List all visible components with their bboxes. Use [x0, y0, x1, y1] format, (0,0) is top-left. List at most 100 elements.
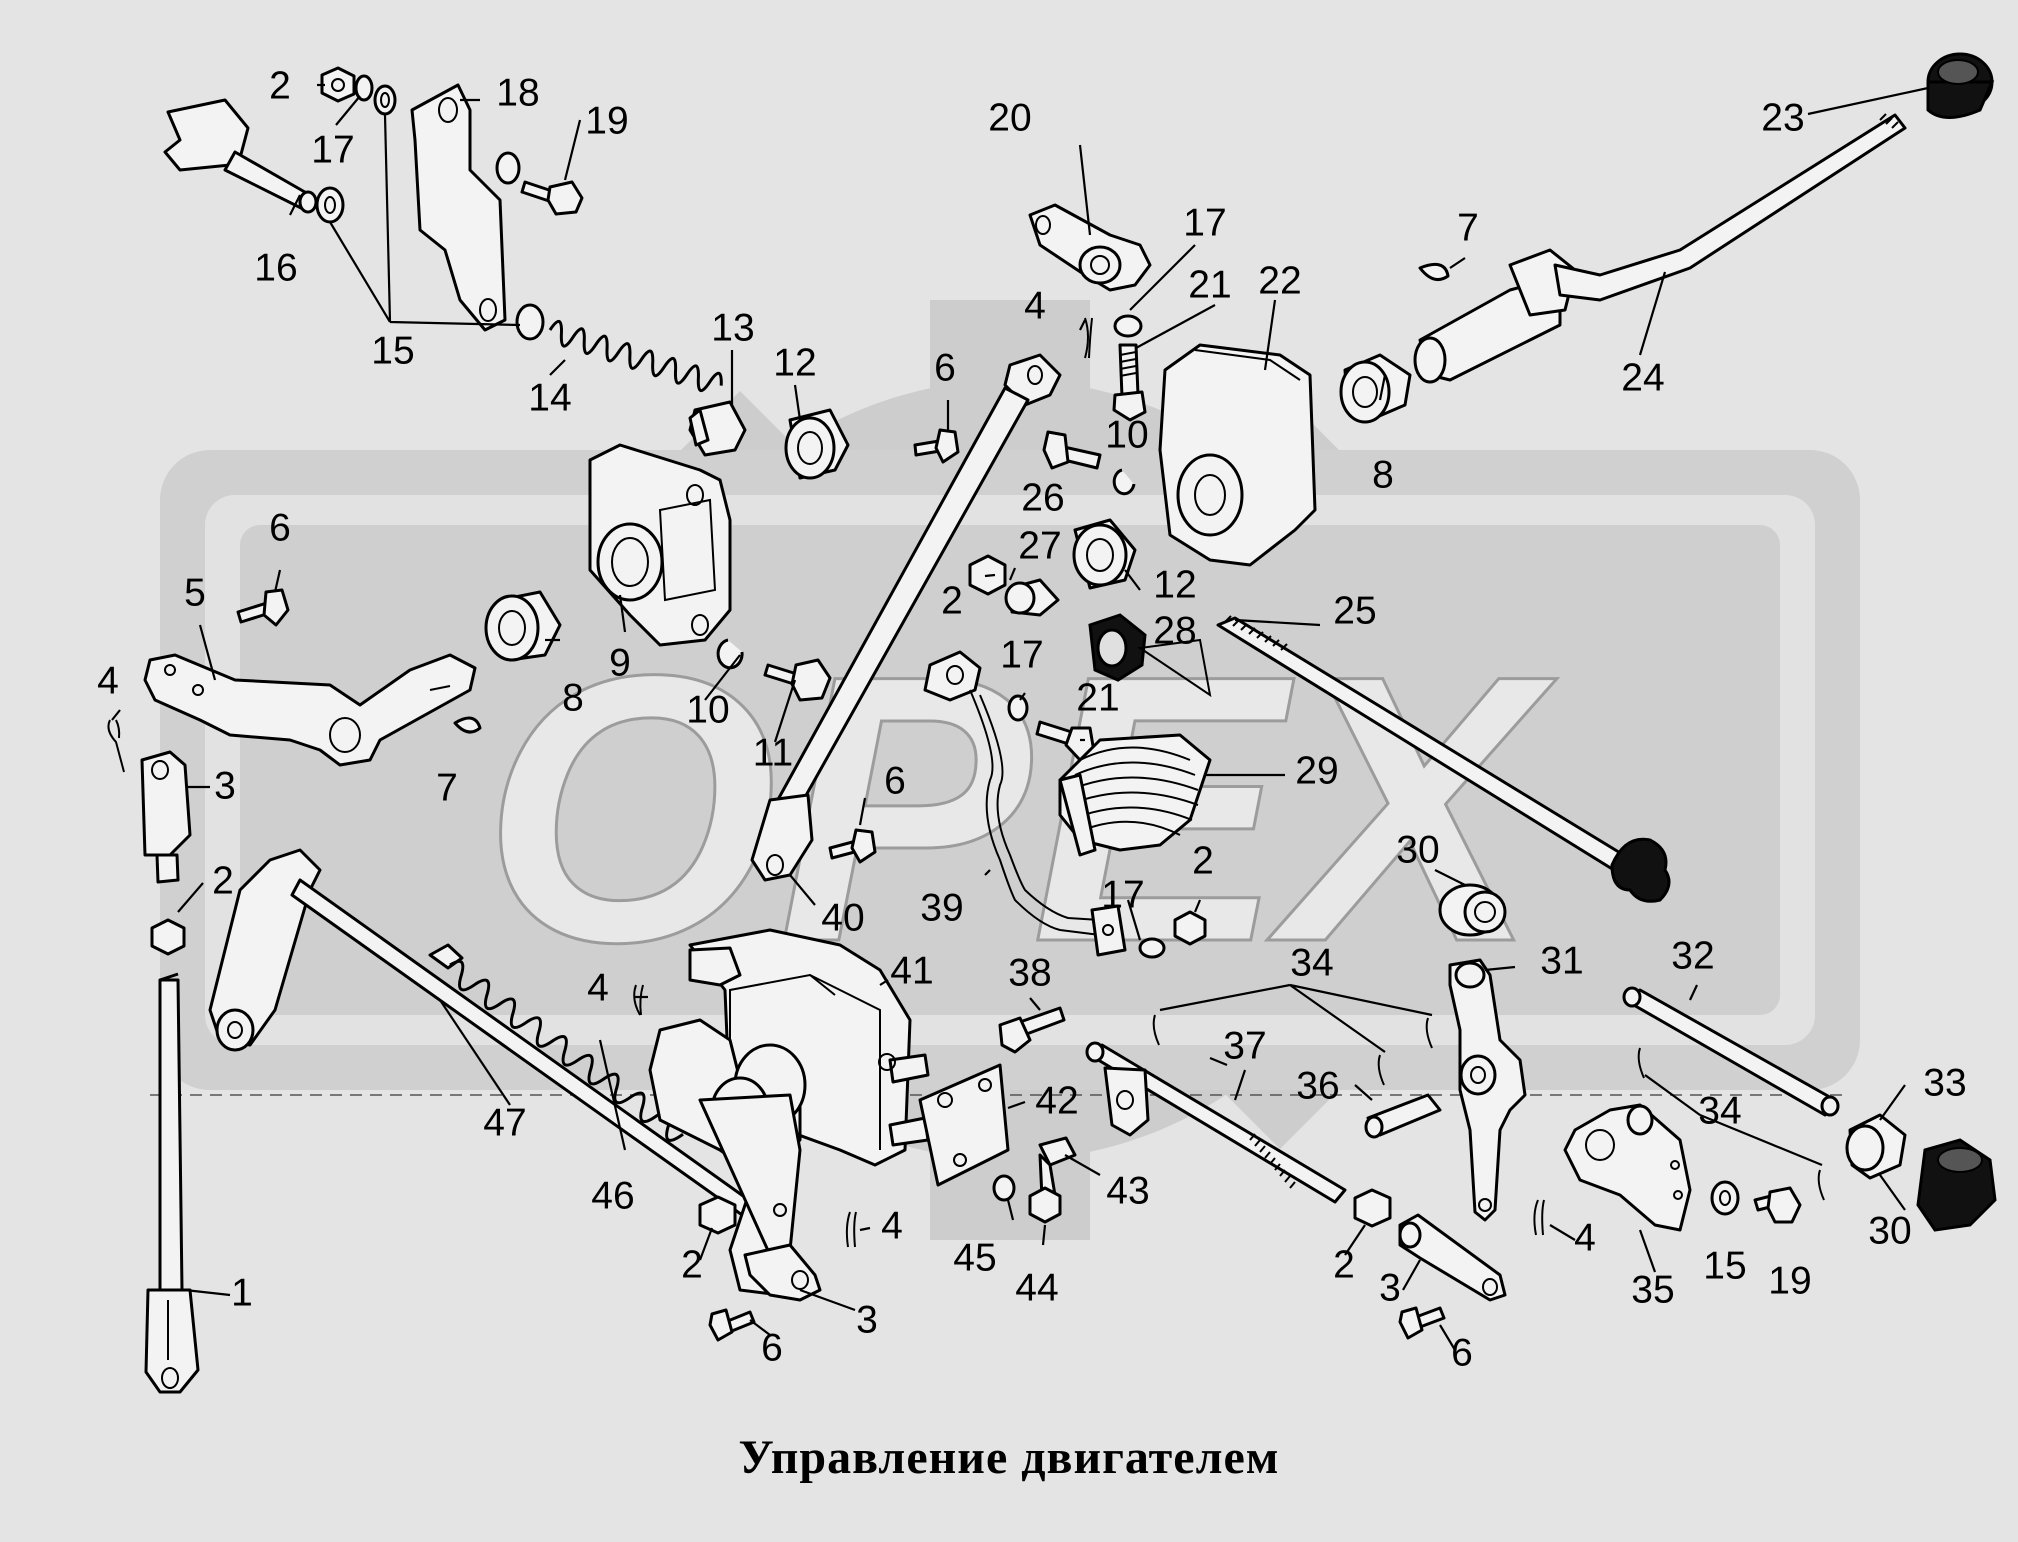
callout-19: 19 — [1768, 1259, 1811, 1302]
callout-35: 35 — [1631, 1268, 1674, 1311]
part-24-lever-rod — [1413, 113, 1907, 384]
part-14-spring — [548, 319, 723, 393]
callout-4: 4 — [97, 659, 119, 702]
part-15-washer-top — [373, 84, 397, 116]
part-17-washer-top — [354, 74, 374, 102]
part-37-rod — [1085, 1041, 1347, 1204]
part-2-nut-top — [320, 66, 356, 103]
part-4-cotter-pin-bottom — [845, 1211, 857, 1248]
part-20-lever — [1028, 203, 1152, 292]
callout-25: 25 — [1333, 589, 1376, 632]
callout-11: 11 — [753, 731, 794, 774]
callout-2: 2 — [681, 1243, 703, 1286]
part-17-washer-low — [1138, 937, 1166, 959]
callout-12: 12 — [773, 341, 816, 384]
callout-37: 37 — [1223, 1024, 1266, 1067]
callout-5: 5 — [184, 571, 206, 614]
callout-3: 3 — [214, 764, 236, 807]
part-46-spring — [428, 943, 684, 1142]
callout-6: 6 — [884, 759, 906, 802]
callout-39: 39 — [920, 886, 963, 929]
part-18-bracket — [410, 83, 507, 332]
callout-10: 10 — [686, 688, 729, 731]
callout-32: 32 — [1671, 934, 1714, 977]
part-44-nut — [1028, 1186, 1062, 1224]
callout-8: 8 — [562, 676, 584, 719]
callout-17: 17 — [1183, 201, 1226, 244]
callout-17: 17 — [1101, 873, 1144, 916]
part-15-washer-lower-right — [1710, 1180, 1740, 1216]
part-3-fork-left — [140, 750, 192, 884]
callout-10: 10 — [1105, 413, 1148, 456]
part-29-bellows — [1058, 733, 1212, 857]
callout-38: 38 — [1008, 951, 1051, 994]
callout-6: 6 — [1451, 1331, 1473, 1374]
callout-27: 27 — [1018, 524, 1061, 567]
part-27-stud — [1004, 578, 1060, 617]
callout-17: 17 — [311, 128, 354, 171]
part-washer-18a — [495, 151, 521, 185]
part-42-plate — [918, 1063, 1010, 1187]
callout-42: 42 — [1035, 1079, 1078, 1122]
part-36-pin — [1364, 1093, 1442, 1139]
callout-14: 14 — [528, 376, 571, 419]
callout-44: 44 — [1015, 1266, 1058, 1309]
callout-4: 4 — [1574, 1216, 1596, 1259]
callout-9: 9 — [609, 641, 631, 684]
part-6-bolt-lower — [828, 828, 877, 864]
callout-43: 43 — [1106, 1169, 1149, 1212]
part-30-bushing-mid — [1438, 883, 1507, 937]
callout-7: 7 — [1457, 206, 1479, 249]
part-4-cotter-pin-mid — [633, 984, 644, 1016]
callout-2: 2 — [1192, 839, 1214, 882]
callout-15: 15 — [1703, 1244, 1746, 1287]
part-lever-bracket — [648, 1018, 807, 1297]
part-11-bolt — [763, 658, 832, 702]
callout-13: 13 — [711, 306, 754, 349]
callout-24: 24 — [1621, 356, 1664, 399]
part-16-fork-rod — [163, 98, 318, 214]
callout-30: 30 — [1868, 1209, 1911, 1252]
callout-20: 20 — [988, 96, 1031, 139]
part-25-rod — [1216, 615, 1671, 903]
part-4-cotter-pin-right — [1533, 1199, 1545, 1236]
part-3-fork-bottom — [743, 1243, 822, 1302]
part-1-rod — [144, 972, 200, 1394]
callout-19: 19 — [585, 99, 628, 142]
callout-40: 40 — [821, 896, 864, 939]
part-22-housing — [1158, 343, 1317, 567]
parts — [107, 52, 1997, 1394]
watermark-text: OPEX — [482, 596, 1558, 1021]
callout-18: 18 — [496, 71, 539, 114]
part-19-bolt-lower-right — [1753, 1186, 1802, 1224]
part-5-lever — [143, 653, 477, 767]
callout-21: 21 — [1188, 263, 1231, 306]
part-26-bolt — [1042, 430, 1102, 470]
part-10-circlip-mid — [1112, 468, 1136, 496]
part-4-cotter-pin-left — [107, 719, 125, 773]
callout-6: 6 — [934, 346, 956, 389]
callout-33: 33 — [1923, 1061, 1966, 1104]
callout-12: 12 — [1153, 563, 1196, 606]
callout-3: 3 — [1379, 1266, 1401, 1309]
part-34-pin-b — [1425, 1017, 1433, 1049]
part-35-bracket — [1563, 1103, 1692, 1232]
callout-6: 6 — [761, 1326, 783, 1369]
callout-4: 4 — [587, 966, 609, 1009]
callout-1: 1 — [231, 1271, 253, 1314]
callout-26: 26 — [1021, 476, 1064, 519]
callout-21: 21 — [1076, 676, 1119, 719]
callout-47: 47 — [483, 1101, 526, 1144]
callout-31: 31 — [1540, 939, 1583, 982]
part-32-rod — [1622, 986, 1840, 1117]
callout-3: 3 — [856, 1298, 878, 1341]
part-2-nut-low — [1173, 910, 1207, 946]
callout-16: 16 — [254, 246, 297, 289]
callout-22: 22 — [1258, 259, 1301, 302]
callout-23: 23 — [1761, 96, 1804, 139]
callout-2: 2 — [941, 579, 963, 622]
part-7-key-right — [1418, 262, 1450, 282]
callouts: 1 2 2 2 2 2 2 3 3 3 4 4 4 4 4 5 6 6 6 6 … — [97, 64, 1967, 1374]
callout-30: 30 — [1396, 828, 1439, 871]
